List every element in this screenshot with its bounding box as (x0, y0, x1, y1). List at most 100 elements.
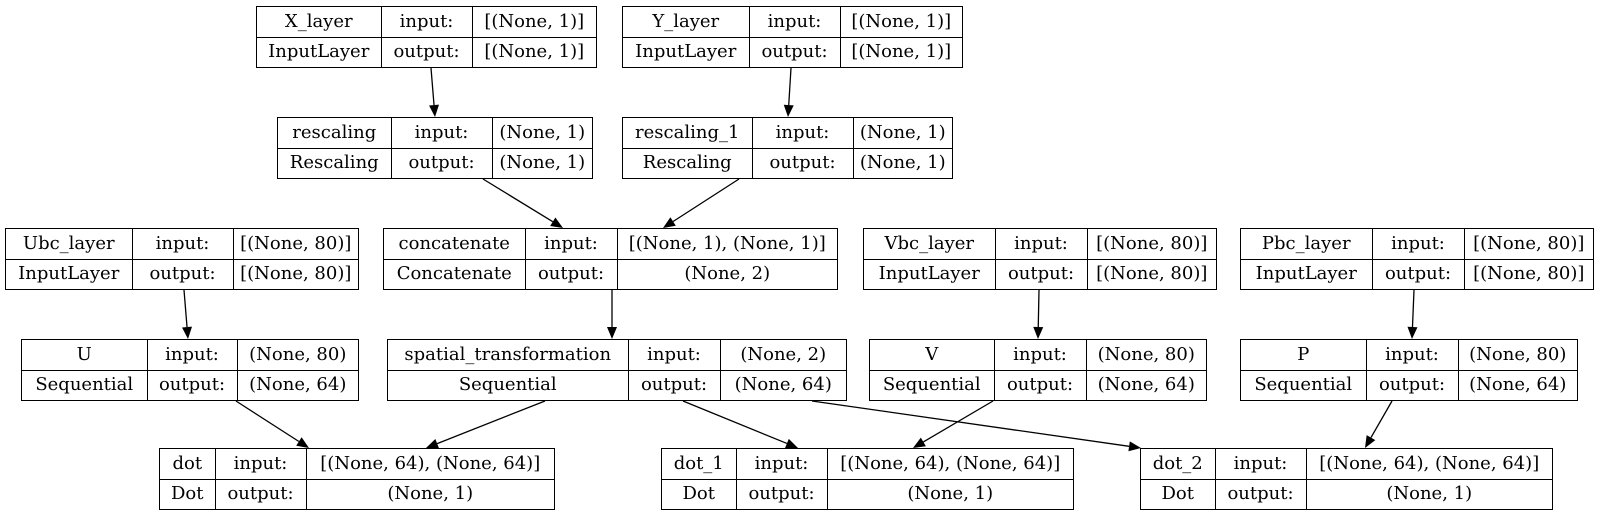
arrowhead (426, 438, 439, 449)
output-label: output: (214, 478, 307, 509)
edge-Ubc_layer-to-U (182, 289, 193, 339)
edge-rescaling_1-to-concatenate (663, 178, 740, 228)
output-shape: (None, 64) (1457, 369, 1577, 400)
layer-name: U (22, 340, 148, 371)
edge-line (672, 178, 740, 223)
arrowhead (607, 327, 617, 339)
layer-type: Rescaling (623, 147, 753, 178)
arrowhead (296, 437, 309, 448)
input-label: input: (751, 118, 854, 149)
input-shape: [(None, 1)] (839, 7, 962, 38)
arrowhead (429, 104, 440, 117)
edge-Y_layer-to-rescaling_1 (783, 67, 794, 117)
input-label: input: (1214, 449, 1307, 480)
output-shape: (None, 1) (826, 478, 1073, 509)
input-shape: (None, 1) (491, 118, 592, 149)
arrowhead (1407, 326, 1418, 339)
layer-name: dot_2 (1141, 449, 1216, 480)
input-shape: [(None, 64), (None, 64)] (826, 449, 1073, 480)
output-label: output: (131, 258, 234, 289)
input-shape: [(None, 80)] (232, 229, 358, 260)
layer-type: Dot (1141, 478, 1216, 509)
edge-line (436, 400, 546, 445)
arrowhead (783, 104, 794, 117)
input-label: input: (1371, 229, 1465, 260)
layer-type: Sequential (388, 369, 629, 400)
edge-U-to-dot (235, 400, 309, 448)
layer-type: InputLayer (864, 258, 996, 289)
edge-X_layer-to-rescaling (429, 67, 440, 117)
output-shape: (None, 64) (1085, 369, 1206, 400)
layer-type: Sequential (870, 369, 995, 400)
edge-spatial_transformation-to-dot_2 (811, 400, 1141, 452)
layer-name: X_layer (257, 7, 382, 38)
layer-name: rescaling_1 (623, 118, 753, 149)
input-label: input: (994, 229, 1088, 260)
layer-type: InputLayer (257, 36, 382, 67)
output-label: output: (993, 369, 1087, 400)
output-shape: (None, 1) (1305, 478, 1552, 509)
output-shape: (None, 1) (491, 147, 592, 178)
edge-line (235, 400, 300, 443)
edge-spatial_transformation-to-dot_1 (682, 400, 798, 449)
output-shape: [(None, 80)] (232, 258, 358, 289)
layer-type: Rescaling (278, 147, 392, 178)
edge-line (1411, 289, 1415, 328)
input-shape: [(None, 1)] (471, 7, 596, 38)
layer-name: Ubc_layer (6, 229, 133, 260)
layer-type: InputLayer (6, 258, 133, 289)
output-label: output: (748, 36, 841, 67)
input-label: input: (748, 7, 841, 38)
output-shape: (None, 2) (616, 258, 837, 289)
input-shape: (None, 80) (1085, 340, 1206, 371)
output-shape: [(None, 1)] (839, 36, 962, 67)
arrowhead (913, 437, 926, 448)
input-label: input: (131, 229, 234, 260)
input-label: input: (214, 449, 307, 480)
layer-name: spatial_transformation (388, 340, 629, 371)
output-label: output: (1371, 258, 1465, 289)
output-label: output: (1214, 478, 1307, 509)
input-label: input: (380, 7, 473, 38)
layer-name: Y_layer (623, 7, 750, 38)
input-shape: [(None, 1), (None, 1)] (616, 229, 837, 260)
edge-line (811, 400, 1130, 447)
output-shape: [(None, 80)] (1086, 258, 1216, 289)
arrowhead (1365, 435, 1376, 448)
output-label: output: (146, 369, 238, 400)
output-shape: (None, 64) (719, 369, 846, 400)
input-shape: [(None, 80)] (1086, 229, 1216, 260)
output-label: output: (994, 258, 1088, 289)
input-shape: [(None, 64), (None, 64)] (305, 449, 554, 480)
edge-line (788, 67, 792, 106)
input-shape: (None, 80) (236, 340, 358, 371)
input-label: input: (146, 340, 238, 371)
input-label: input: (390, 118, 493, 149)
output-shape: [(None, 1)] (471, 36, 596, 67)
arrowhead (785, 438, 798, 449)
edge-P-to-dot_2 (1365, 400, 1393, 448)
output-label: output: (751, 147, 854, 178)
edge-line (682, 400, 788, 445)
arrowhead (1033, 326, 1044, 339)
layer-type: Dot (160, 478, 216, 509)
layer-name: V (870, 340, 995, 371)
output-label: output: (627, 369, 721, 400)
edge-line (1037, 289, 1040, 328)
layer-name: P (1241, 340, 1367, 371)
output-shape: (None, 64) (236, 369, 358, 400)
